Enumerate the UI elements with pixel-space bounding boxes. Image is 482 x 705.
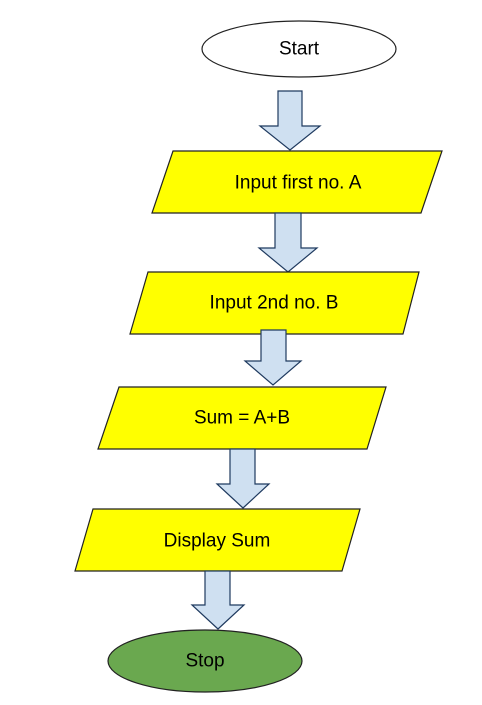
node-start: Start <box>201 20 397 78</box>
node-input-b: Input 2nd no. B <box>129 271 420 335</box>
sum-label: Sum = A+B <box>194 408 290 429</box>
start-label: Start <box>279 39 320 60</box>
input-b-label: Input 2nd no. B <box>210 293 339 314</box>
node-display: Display Sum <box>74 508 361 572</box>
node-input-a: Input first no. A <box>151 150 443 214</box>
flow-arrow-4 <box>215 448 271 509</box>
stop-terminal-shape <box>107 629 303 693</box>
display-label: Display Sum <box>164 531 271 552</box>
node-sum: Sum = A+B <box>97 386 387 450</box>
sum-process-shape <box>97 386 387 450</box>
flow-arrow-5 <box>190 570 246 630</box>
input-a-io-shape <box>151 150 443 214</box>
flow-arrow-3 <box>243 329 303 386</box>
input-b-io-shape <box>129 271 420 335</box>
stop-label: Stop <box>185 651 224 672</box>
start-terminal-shape <box>201 20 397 78</box>
flow-arrow-1 <box>258 90 322 151</box>
input-a-label: Input first no. A <box>235 173 362 194</box>
display-io-shape <box>74 508 361 572</box>
flow-arrow-2 <box>257 212 319 273</box>
node-stop: Stop <box>107 629 303 693</box>
